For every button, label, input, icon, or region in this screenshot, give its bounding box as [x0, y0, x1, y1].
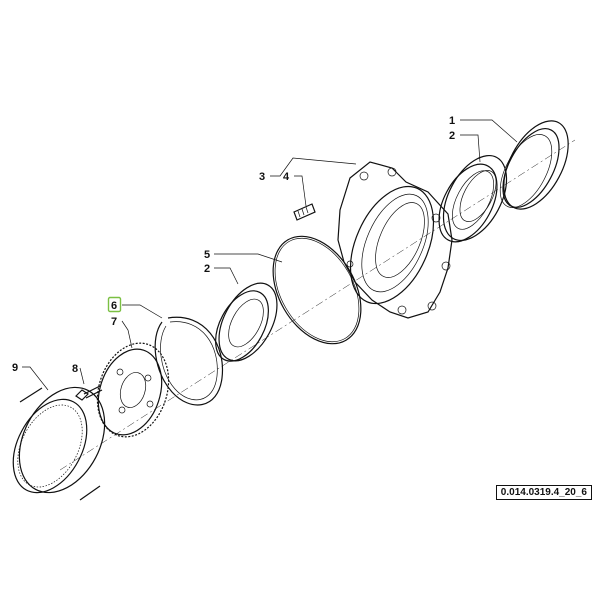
- label-6[interactable]: 6: [111, 300, 117, 312]
- part-5-o-ring[interactable]: [255, 221, 379, 359]
- part-9-ring-gear[interactable]: [0, 373, 122, 508]
- leader-8: [79, 367, 85, 385]
- part-2-bearing-upper[interactable]: [427, 145, 519, 251]
- label-1[interactable]: 1: [449, 115, 455, 127]
- label-8[interactable]: 8: [72, 363, 78, 375]
- label-7[interactable]: 7: [111, 316, 117, 328]
- label-6-highlight: [107, 296, 122, 313]
- part-2-bearing-lower[interactable]: [205, 274, 289, 371]
- leader-2-lower: [214, 267, 239, 285]
- leader-6: [122, 304, 163, 319]
- label-2-upper[interactable]: 2: [449, 130, 455, 142]
- leader-5: [214, 253, 283, 263]
- label-5[interactable]: 5: [204, 249, 210, 261]
- leader-3: [270, 157, 357, 177]
- leader-7: [121, 320, 133, 349]
- label-4[interactable]: 4: [283, 171, 290, 183]
- label-9[interactable]: 9: [12, 362, 18, 374]
- part-7-gear-wheel[interactable]: [86, 334, 180, 446]
- reference-code-label: 0.014.0319.4_20_6: [495, 485, 592, 500]
- leader-2-upper: [460, 134, 481, 163]
- label-2-lower[interactable]: 2: [204, 263, 210, 275]
- center-axis-line: [59, 139, 576, 471]
- part-3-hub-housing[interactable]: [334, 161, 453, 319]
- part-6-snap-ring[interactable]: [154, 316, 224, 406]
- part-4-stud[interactable]: [293, 203, 316, 221]
- leader-9: [22, 366, 49, 391]
- label-3[interactable]: 3: [259, 171, 265, 183]
- leader-1: [460, 119, 518, 143]
- leader-4: [294, 175, 307, 207]
- part-1-seal-ring[interactable]: [490, 110, 582, 219]
